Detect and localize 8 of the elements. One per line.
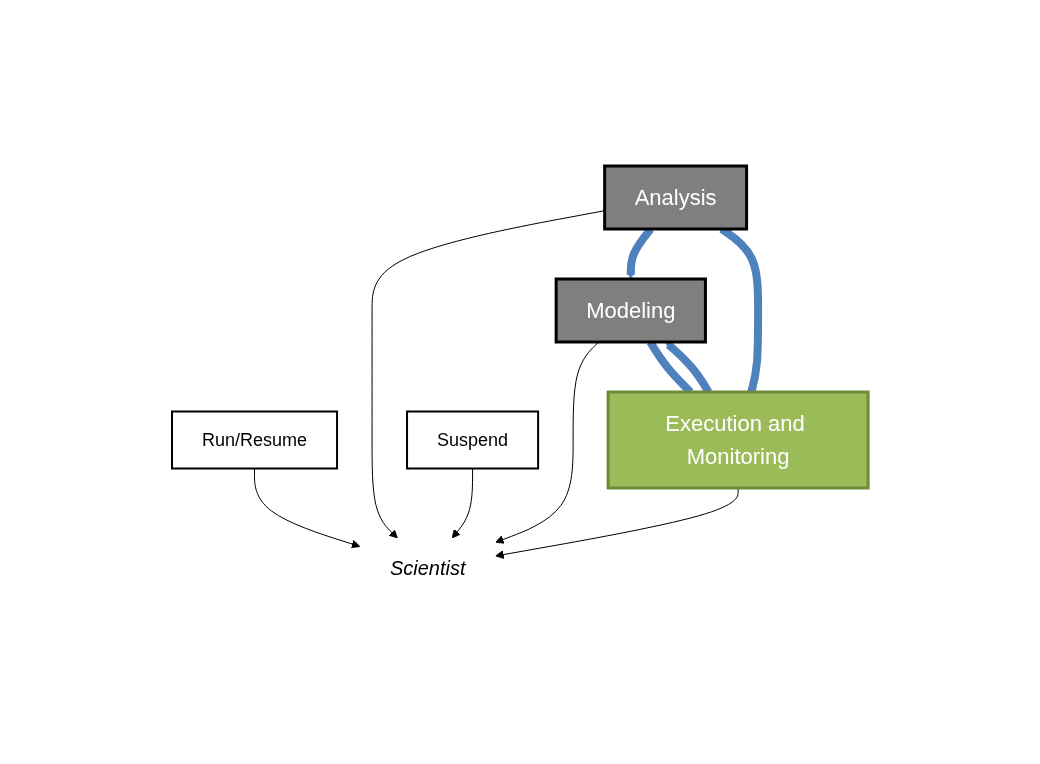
node-box: Suspend bbox=[406, 410, 540, 470]
node-box: Execution and Monitoring bbox=[606, 390, 870, 490]
node-text: Scientist bbox=[389, 557, 466, 579]
node-box: Analysis bbox=[603, 164, 748, 231]
node-box: Run/Resume bbox=[170, 410, 338, 470]
arrow bbox=[451, 468, 473, 539]
arrow bbox=[253, 468, 361, 549]
node-box: Modeling bbox=[554, 277, 707, 344]
